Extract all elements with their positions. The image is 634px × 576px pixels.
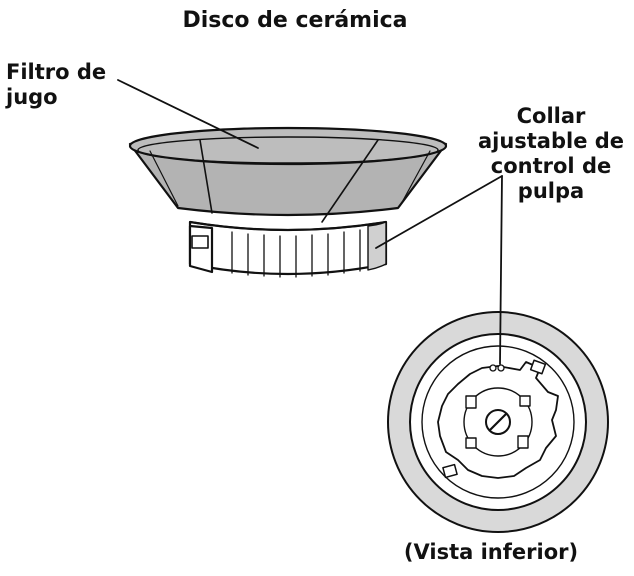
bottom-dot (489, 364, 497, 372)
collar-ribs (231, 229, 361, 278)
juice-filter-label: Filtro de jugo (6, 60, 107, 109)
bottom-view-label: (Vista inferior) (403, 540, 579, 564)
filter-leader-line (117, 79, 259, 149)
ceramic-disc-assembly (128, 126, 448, 278)
leader-lines (117, 79, 503, 365)
filter-seam (199, 139, 213, 214)
collar-shade (367, 221, 387, 271)
hub-tab (517, 435, 529, 449)
collar-leader-line-side (375, 175, 503, 249)
filter-inner-rim (137, 136, 439, 164)
collar-top-edge (189, 221, 387, 231)
hub-tab (519, 395, 531, 407)
filter-seam (321, 139, 379, 223)
hub-tab (465, 395, 477, 409)
bottom-marker (529, 359, 547, 375)
collar-leader-line-bottom (499, 175, 503, 365)
collar-tab (188, 224, 214, 274)
title-label: Disco de cerámica (182, 8, 408, 33)
bottom-view (387, 311, 609, 533)
collar-tab-knob (191, 235, 209, 249)
pulp-collar-label: Collar ajustable de control de pulpa (477, 104, 625, 203)
center-screw-slot (488, 412, 508, 432)
filter-seam (149, 150, 179, 207)
bottom-marker (442, 463, 458, 479)
filter-seam (399, 150, 431, 207)
bottom-dot (497, 364, 505, 372)
hub-tab (465, 437, 477, 449)
